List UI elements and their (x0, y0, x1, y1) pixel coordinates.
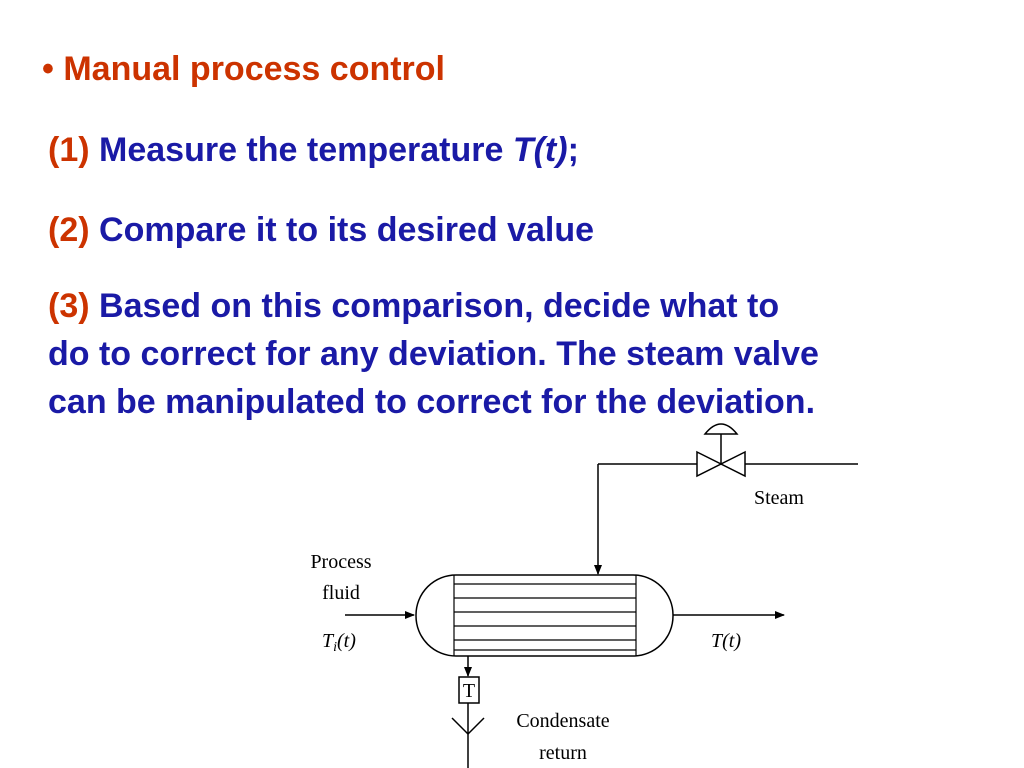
outlet-temperature-label: T(t) (711, 630, 741, 652)
step-2-text: Compare it to its desired value (99, 211, 595, 249)
process-fluid-label-line-2: fluid (322, 582, 360, 604)
heading-bullet: • (42, 50, 54, 88)
heading-text: Manual process control (63, 50, 445, 88)
step-1: (1) Measure the temperature T(t); (48, 126, 579, 174)
step-3-number: (3) (48, 287, 90, 325)
step-2-number: (2) (48, 211, 90, 249)
steam-valve[interactable] (696, 423, 746, 478)
slide-heading: • Manual process control (42, 52, 445, 86)
steam-label: Steam (754, 487, 804, 509)
step-2: (2) Compare it to its desired value (48, 206, 594, 254)
step-1-number: (1) (48, 131, 90, 169)
condensate-label-line-2: return (539, 742, 587, 764)
inlet-temperature-label: Ti(t) (322, 630, 356, 655)
step-3-line-1: (3) Based on this comparison, decide wha… (48, 282, 988, 330)
tube-bundle (453, 575, 637, 656)
step-1-text: Measure the temperature (99, 131, 513, 169)
condensate-label-line-1: Condensate (516, 710, 609, 732)
steam-line (594, 463, 858, 575)
steam-trap-label: T (463, 680, 475, 702)
step-3-line-1-text: Based on this comparison, decide what to (99, 287, 780, 325)
step-1-tail: ; (567, 131, 579, 169)
step-3-line-3: can be manipulated to correct for the de… (48, 383, 816, 421)
step-1-variable: T(t) (512, 131, 568, 169)
process-fluid-label-line-1: Process (310, 551, 371, 573)
steam-trap (458, 676, 480, 704)
step-3: (3) Based on this comparison, decide wha… (48, 282, 988, 426)
step-3-line-2: do to correct for any deviation. The ste… (48, 335, 819, 373)
condensate-line (451, 656, 485, 768)
